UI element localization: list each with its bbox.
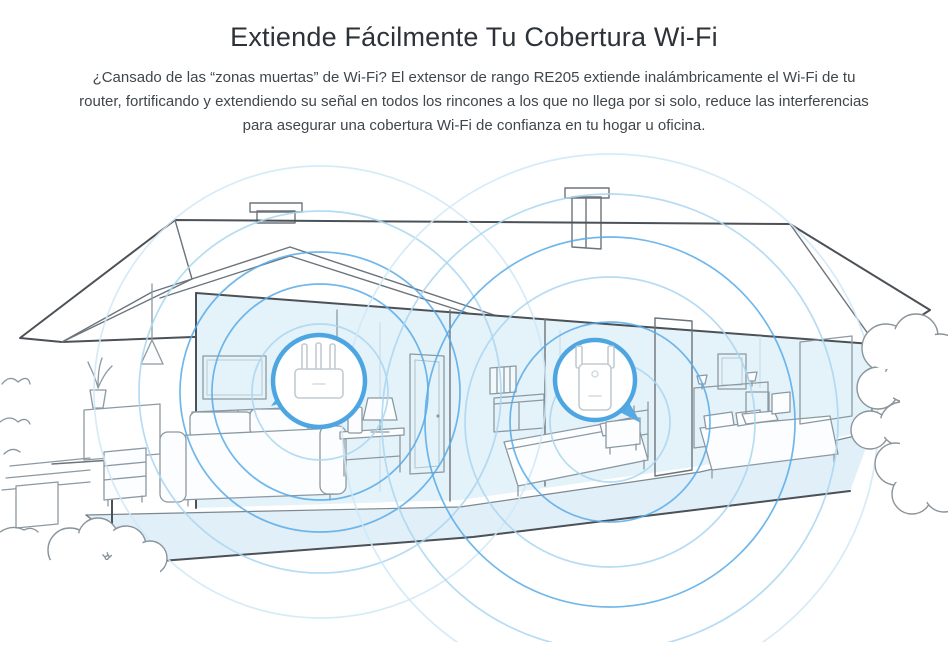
bushes-right [850,313,948,515]
vanity-cabinet [493,393,545,433]
wall-shelf-books [489,365,517,395]
tv-screen [202,355,267,400]
bushes-left-edge [0,377,39,533]
page-title: Extiende Fácilmente Tu Cobertura Wi-Fi [230,22,718,52]
house-coverage-illustration [0,153,948,642]
section-description: ¿Cansado de las “zonas muertas” de Wi-Fi… [79,69,869,134]
nightstand-bedroom [771,391,791,415]
bushes-bottom-left [47,517,168,590]
pendant-lamp-left [140,283,164,365]
wifi-router-icon [294,342,344,399]
porch-steps [1,457,91,529]
middle-rooms [409,353,649,497]
extender-callout [552,337,641,423]
sliding-door-panel [799,335,853,425]
nightstand-extender [605,417,641,455]
wifi-signal-extender [341,153,879,642]
range-extender-icon [575,345,615,411]
router-callout [270,332,368,430]
chimney-left [249,202,303,224]
